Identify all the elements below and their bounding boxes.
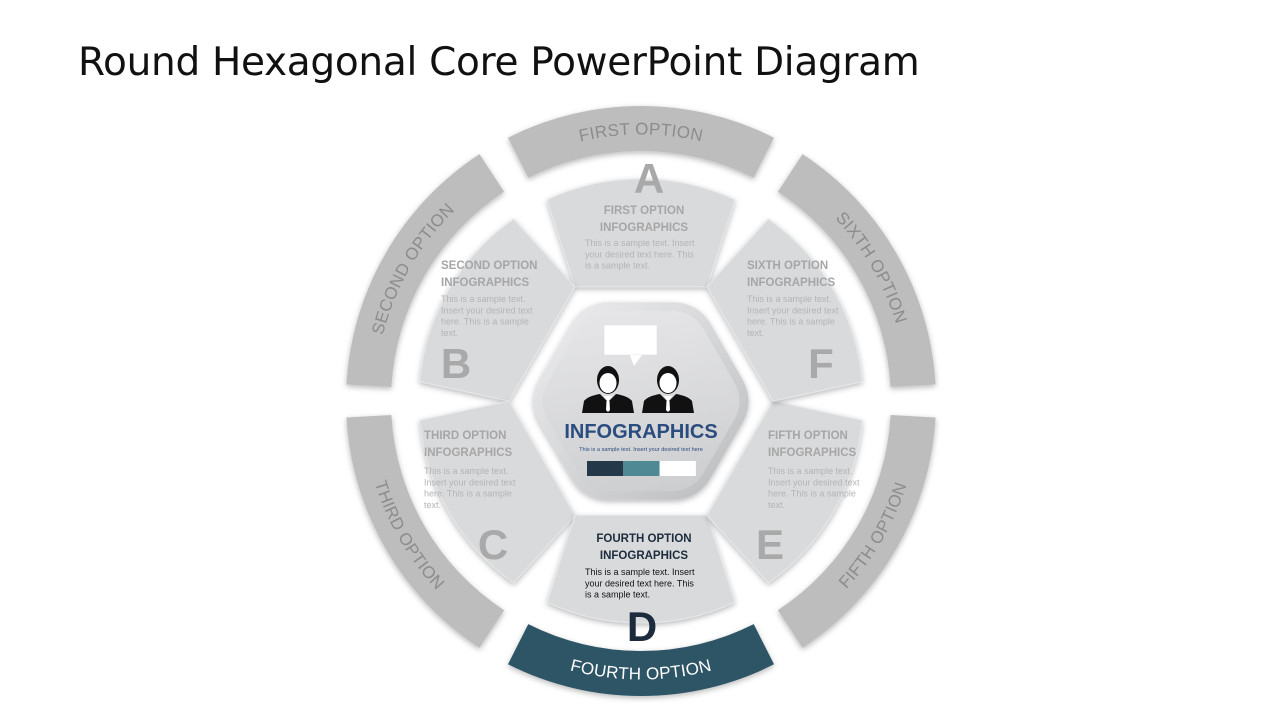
- segment-title-c: THIRD OPTION: [424, 430, 506, 442]
- ring-band-d: [507, 624, 775, 696]
- segment-body-f: This is a sample text.: [747, 294, 832, 304]
- person-icon: [642, 366, 694, 413]
- segment-title-f: INFOGRAPHICS: [747, 277, 836, 289]
- two-people-chat-icon: [582, 324, 694, 413]
- segment-body-c: This is a sample text.: [424, 466, 509, 476]
- segment-letter-b: B: [441, 340, 471, 387]
- segment-body-c: text.: [424, 500, 441, 510]
- palette-swatch: [623, 461, 660, 476]
- segment-title-e: INFOGRAPHICS: [768, 447, 857, 459]
- ring-band-b: [346, 154, 505, 388]
- palette-swatch: [587, 461, 624, 476]
- slide-title: Round Hexagonal Core PowerPoint Diagram: [78, 40, 920, 85]
- segment-letter-a: A: [634, 155, 664, 202]
- segment-body-b: Insert your desired text: [441, 305, 533, 315]
- segment-body-d: your desired text here. This: [585, 578, 694, 588]
- inner-panel-b: [419, 218, 576, 402]
- segment-body-f: text.: [747, 328, 764, 338]
- segment-body-d: This is a sample text. Insert: [585, 567, 695, 577]
- segment-title-d: INFOGRAPHICS: [600, 550, 689, 562]
- speech-bubble-tail: [630, 355, 642, 366]
- segment-body-e: This is a sample text.: [768, 466, 853, 476]
- segment-title-b: SECOND OPTION: [441, 260, 537, 272]
- ring-band-a: [507, 106, 775, 178]
- color-palette-bar: [587, 461, 696, 476]
- person-icon: [582, 366, 634, 413]
- core-subtext: This is a sample text. Insert your desir…: [579, 447, 703, 453]
- segment-body-b: text.: [441, 328, 458, 338]
- segment-letter-d: D: [627, 603, 657, 650]
- segment-letter-f: F: [808, 340, 834, 387]
- segment-body-c: here. This is a sample: [424, 489, 512, 499]
- segment-body-e: Insert your desired text: [768, 477, 860, 487]
- inner-panel-f: [706, 218, 863, 402]
- inner-panel-d: [546, 514, 736, 624]
- ring-band-e: [777, 414, 936, 648]
- palette-swatch: [659, 461, 696, 476]
- inner-panel-a: [546, 178, 736, 288]
- inner-panel-c: [419, 400, 576, 584]
- segment-body-b: here. This is a sample: [441, 317, 529, 327]
- segment-title-e: FIFTH OPTION: [768, 430, 848, 442]
- segment-title-c: INFOGRAPHICS: [424, 447, 513, 459]
- segment-body-a: your desired text here. This: [585, 249, 694, 259]
- segment-letter-c: C: [478, 521, 508, 568]
- segment-body-a: This is a sample text. Insert: [585, 238, 695, 248]
- ring-band-c: [346, 414, 505, 648]
- ring-band-f: [777, 154, 936, 388]
- segment-body-f: Insert your desired text: [747, 305, 839, 315]
- segment-title-a: FIRST OPTION: [604, 205, 685, 217]
- segment-title-a: INFOGRAPHICS: [600, 222, 689, 234]
- segment-body-d: is a sample text.: [585, 590, 650, 600]
- segment-body-e: text.: [768, 500, 785, 510]
- inner-panel-e: [706, 400, 863, 584]
- segment-title-d: FOURTH OPTION: [596, 533, 691, 545]
- segment-body-f: here. This is a sample: [747, 317, 835, 327]
- speech-bubble-icon: [603, 324, 658, 356]
- segment-title-b: INFOGRAPHICS: [441, 277, 530, 289]
- segment-body-e: here. This is a sample: [768, 489, 856, 499]
- segment-letter-e: E: [756, 521, 784, 568]
- segment-body-a: is a sample text.: [585, 261, 650, 271]
- core-hexagon-face: [542, 310, 740, 492]
- core-heading: INFOGRAPHICS: [564, 421, 717, 443]
- core-hexagon: INFOGRAPHICS This is a sample text. Inse…: [533, 302, 749, 500]
- segment-body-c: Insert your desired text: [424, 477, 516, 487]
- segment-body-b: This is a sample text.: [441, 294, 526, 304]
- segment-title-f: SIXTH OPTION: [747, 260, 828, 272]
